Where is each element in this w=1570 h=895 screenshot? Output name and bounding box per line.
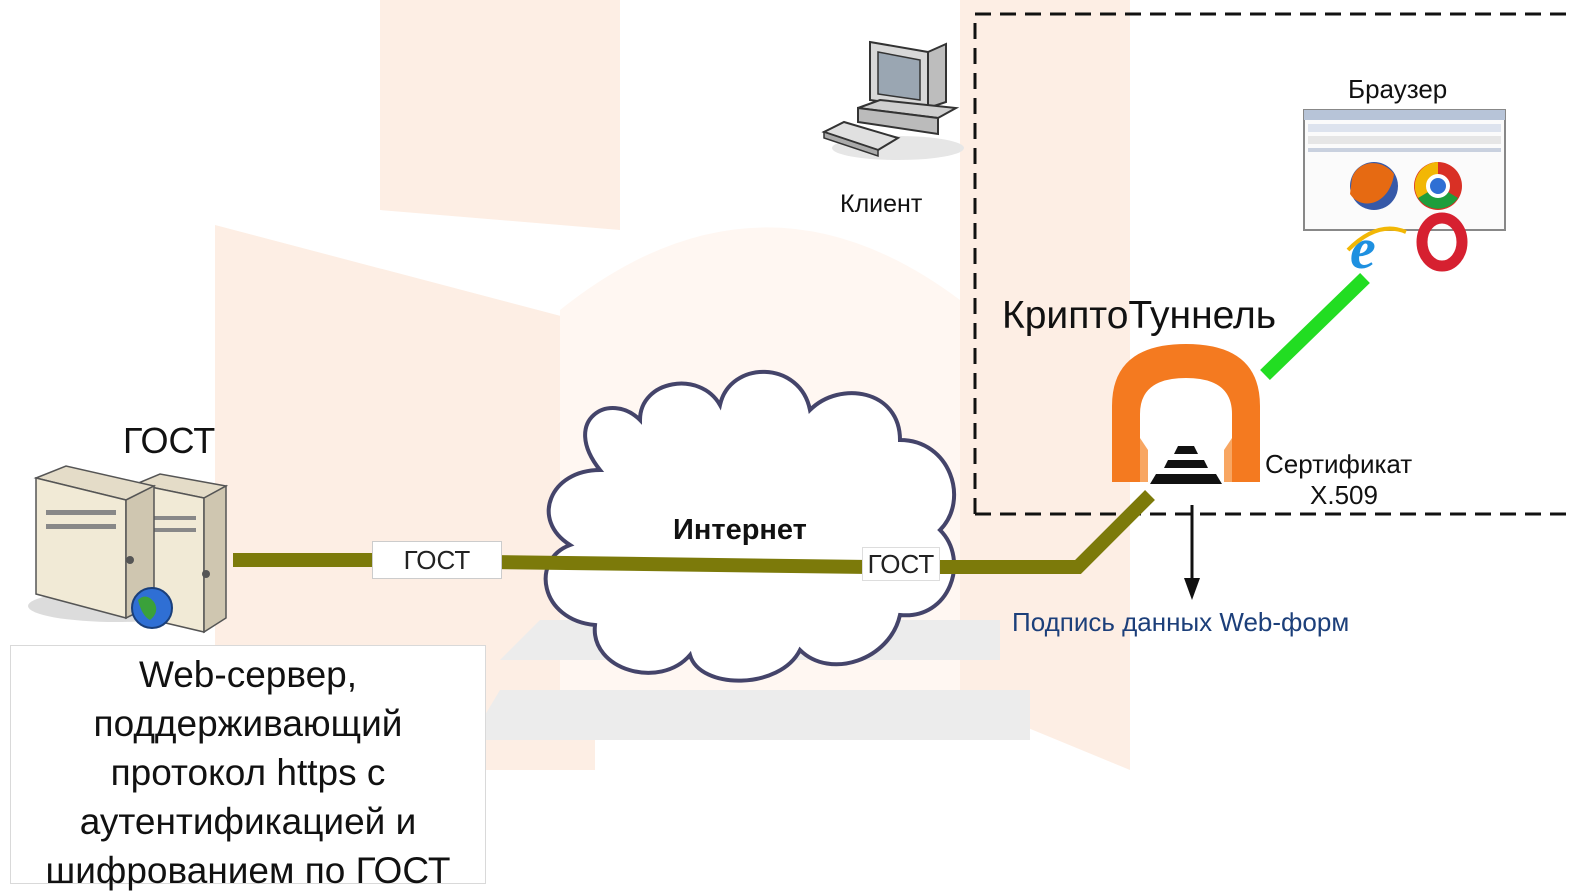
server-gost-label: ГОСТ: [123, 420, 216, 461]
signature-label: Подпись данных Web-форм: [1012, 607, 1350, 637]
server-caption-line: поддерживающий: [93, 703, 403, 744]
gost-link-label-right: ГОСТ: [862, 547, 940, 581]
globe-icon: [131, 587, 173, 629]
browser-window-icon: e: [1303, 109, 1506, 278]
opera-icon: [1416, 212, 1468, 272]
certificate-label-line2: X.509: [1310, 480, 1378, 510]
gost-link-middle: [489, 555, 871, 574]
server-pair-icon: [28, 465, 229, 634]
server-caption-line: аутентификацией и: [79, 801, 417, 842]
arrow-down-icon: [1184, 505, 1200, 600]
internet-explorer-icon: e: [1346, 216, 1407, 278]
gost-link-label-left: ГОСТ: [372, 541, 502, 579]
server-caption-line: шифрованием по ГОСТ: [45, 850, 451, 891]
cryptotunnel-label: КриптоТуннель: [1002, 294, 1277, 337]
browser-link: [1260, 272, 1370, 381]
certificate-label-line1: Сертификат: [1265, 449, 1413, 479]
client-label: Клиент: [840, 190, 923, 218]
server-caption: Web-сервер, поддерживающий протокол http…: [10, 645, 486, 891]
chrome-icon: [1414, 162, 1462, 210]
internet-label: Интернет: [673, 514, 807, 546]
cloud-icon: [543, 369, 957, 683]
gost-link-right: [935, 490, 1155, 574]
browser-label: Браузер: [1348, 74, 1448, 104]
server-caption-line: протокол https с: [110, 752, 386, 793]
tunnel-icon: [1112, 344, 1260, 484]
svg-text:e: e: [1350, 216, 1376, 278]
firefox-icon: [1350, 162, 1398, 210]
server-caption-line: Web-сервер,: [138, 654, 358, 695]
desktop-computer-icon: [821, 40, 964, 160]
